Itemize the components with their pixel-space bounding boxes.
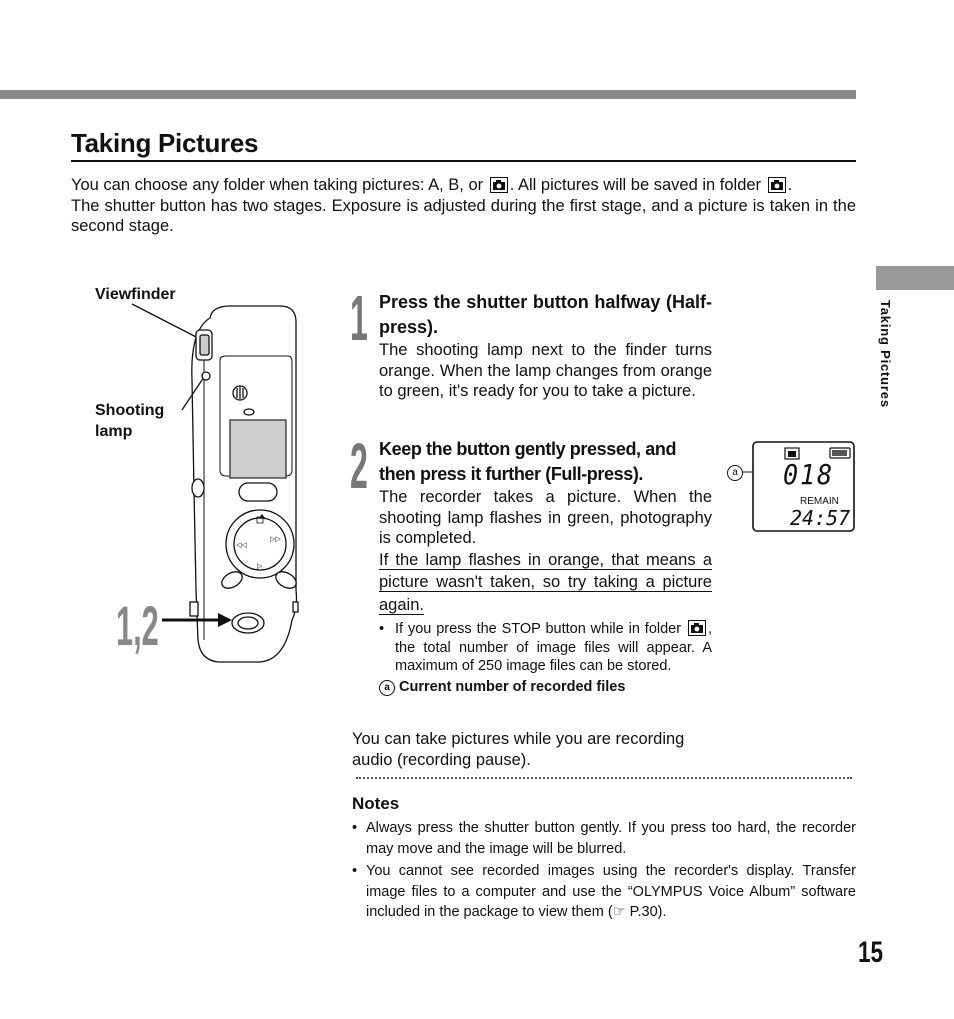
step-2-heading: Keep the button gently pressed, and then… xyxy=(379,439,677,484)
step-2: Keep the button gently pressed, and then… xyxy=(379,437,712,696)
extra-text: You can take pictures while you are reco… xyxy=(352,730,685,769)
svg-text:▷: ▷ xyxy=(257,562,263,570)
lcd-marker-a: a xyxy=(727,465,743,481)
viewfinder-label: Viewfinder xyxy=(95,286,176,303)
side-tab xyxy=(876,266,954,290)
lcd-remain-time: 24:57 xyxy=(790,506,851,530)
lcd-display xyxy=(742,441,855,532)
step-2-warning: If the lamp flashes in orange, that mean… xyxy=(379,550,712,615)
intro-text: You can choose any folder when taking pi… xyxy=(71,175,856,237)
recorder-illustration: ◁◁ ▷▷ ▷ xyxy=(131,303,299,663)
dotted-divider xyxy=(356,777,852,779)
camera-folder-icon xyxy=(489,177,508,193)
title-rule xyxy=(71,160,856,162)
page-number: 15 xyxy=(858,936,884,969)
camera-folder-icon xyxy=(767,177,786,193)
list-item: •You cannot see recorded images using th… xyxy=(352,863,856,920)
step-1-body: The shooting lamp next to the finder tur… xyxy=(379,341,712,400)
notes-heading: Notes xyxy=(352,794,400,813)
step-callout: 1,2 xyxy=(116,594,159,657)
top-bar xyxy=(0,90,856,99)
intro-p1-a: You can choose any folder when taking pi… xyxy=(71,176,484,194)
intro-p1-c: . xyxy=(787,176,793,194)
camera-folder-icon xyxy=(687,620,706,636)
step-2-note-label: Current number of recorded files xyxy=(399,678,626,695)
step-2-note: a Current number of recorded files xyxy=(379,678,712,697)
list-item: •Always press the shutter button gently.… xyxy=(352,820,856,857)
step-2-underlined: If the lamp flashes in orange, that mean… xyxy=(379,549,712,617)
step-1: Press the shutter button halfway (Half-p… xyxy=(379,290,712,402)
intro-p2: The shutter button has two stages. Expos… xyxy=(71,196,856,236)
step-1-number: 1 xyxy=(350,282,368,354)
step-2-number: 2 xyxy=(350,430,368,502)
page-title: Taking Pictures xyxy=(71,128,259,158)
shooting-lamp-label: Shooting lamp xyxy=(95,402,165,440)
marker-a: a xyxy=(379,679,395,696)
notes-list: •Always press the shutter button gently.… xyxy=(352,818,856,923)
lcd-count: 018 xyxy=(783,458,834,491)
svg-text:▷▷: ▷▷ xyxy=(270,535,281,543)
step-2-body: The recorder takes a picture. When the s… xyxy=(379,488,712,547)
step-2-bullet: • If you press the STOP button while in … xyxy=(379,620,713,674)
step-1-heading: Press the shutter button halfway (Half-p… xyxy=(379,292,712,337)
side-tab-label: Taking Pictures xyxy=(878,300,893,408)
intro-p1-b: . All pictures will be saved in folder xyxy=(509,176,762,194)
step-2-bullet-b: , the total number of image files will a… xyxy=(395,621,713,674)
svg-text:◁◁: ◁◁ xyxy=(236,541,247,549)
step-2-bullet-a: If you press the STOP button while in fo… xyxy=(395,621,682,637)
lcd-remain-label: REMAIN xyxy=(800,496,839,507)
